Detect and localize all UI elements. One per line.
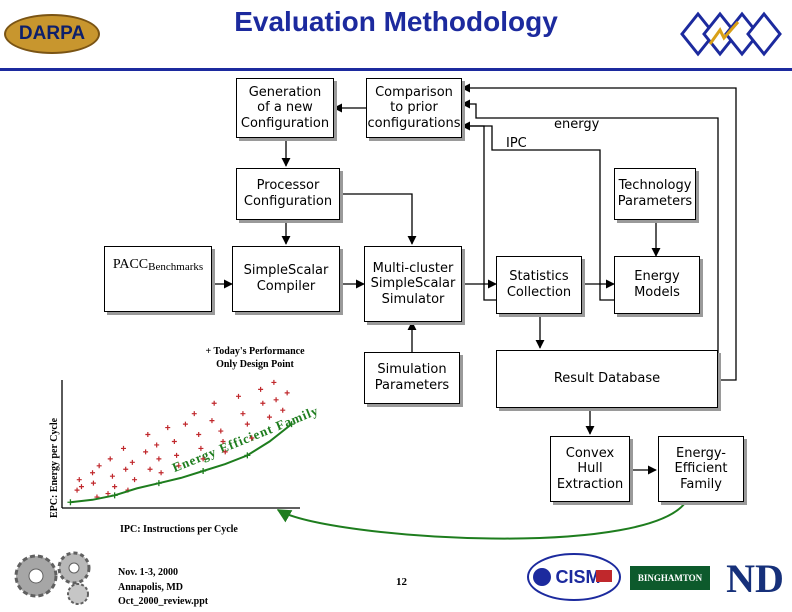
design-point bbox=[147, 466, 153, 472]
design-point bbox=[209, 418, 215, 424]
design-point bbox=[196, 432, 202, 438]
design-point bbox=[182, 421, 188, 427]
compiler-box: SimpleScalar Compiler bbox=[232, 246, 340, 312]
design-point bbox=[200, 456, 206, 462]
nd-logo-text: ND bbox=[726, 555, 784, 601]
design-point bbox=[171, 438, 177, 444]
design-point bbox=[211, 400, 217, 406]
design-point bbox=[154, 442, 160, 448]
pacc-title: PACC bbox=[112, 257, 149, 272]
design-point bbox=[90, 480, 96, 486]
design-point bbox=[143, 449, 149, 455]
design-point bbox=[121, 445, 126, 451]
footer-location: Annapolis, MD bbox=[118, 581, 184, 593]
design-point bbox=[78, 484, 84, 490]
family-point bbox=[155, 480, 162, 487]
family-point bbox=[200, 468, 207, 474]
design-point bbox=[218, 428, 224, 434]
pacc-subtitle: Benchmarks bbox=[148, 261, 204, 273]
energy-models-box: Energy Models bbox=[614, 256, 700, 314]
plot-annotation: + Today's Performance Only Design Point bbox=[205, 346, 305, 370]
design-point bbox=[132, 477, 138, 483]
design-point bbox=[280, 407, 286, 413]
processor-config-box: Processor Configuration bbox=[236, 168, 340, 220]
family-curve bbox=[70, 423, 293, 504]
cism-logo-text: CISM bbox=[556, 567, 601, 587]
design-point bbox=[236, 393, 241, 399]
design-point bbox=[96, 463, 102, 469]
statistics-box: Statistics Collection bbox=[496, 256, 582, 314]
simulator-box: Multi-cluster SimpleScalar Simulator bbox=[364, 246, 462, 322]
cism-logo: CISM bbox=[527, 553, 621, 601]
design-point bbox=[109, 473, 115, 479]
convex-hull-box: Convex Hull Extraction bbox=[550, 436, 630, 502]
energy-label: energy bbox=[554, 117, 600, 132]
family-point bbox=[67, 499, 74, 506]
footer-text: Nov. 1-3, 2000 Annapolis, MD Oct_2000_re… bbox=[118, 566, 208, 610]
design-point bbox=[165, 425, 171, 431]
plot-points bbox=[67, 379, 295, 506]
binghamton-logo: BINGHAMTON bbox=[630, 566, 710, 590]
design-point bbox=[158, 470, 164, 476]
family-point bbox=[244, 452, 251, 459]
ipc-label: IPC bbox=[506, 136, 527, 151]
design-point bbox=[198, 445, 204, 451]
design-point bbox=[260, 400, 266, 406]
binghamton-logo-text: BINGHAMTON bbox=[637, 573, 703, 583]
design-point bbox=[220, 438, 226, 444]
design-point bbox=[271, 379, 277, 385]
result-database-box: Result Database bbox=[496, 350, 718, 408]
notre-dame-logo: ND bbox=[722, 548, 788, 608]
design-point bbox=[174, 452, 180, 458]
pacc-logo bbox=[680, 11, 782, 57]
design-point bbox=[284, 390, 290, 396]
energy-family-box: Energy- Efficient Family bbox=[658, 436, 744, 502]
design-point bbox=[76, 477, 82, 483]
title-rule bbox=[0, 68, 792, 71]
simulation-params-box: Simulation Parameters bbox=[364, 352, 460, 404]
footer-date: Nov. 1-3, 2000 bbox=[118, 567, 178, 578]
design-point bbox=[240, 411, 246, 417]
design-point bbox=[273, 397, 279, 403]
footer-file: Oct_2000_review.ppt bbox=[118, 596, 209, 607]
family-point bbox=[288, 421, 295, 428]
plot-xlabel: IPC: Instructions per Cycle bbox=[120, 524, 238, 535]
design-point bbox=[123, 466, 129, 472]
design-point bbox=[266, 414, 272, 420]
design-point bbox=[90, 470, 96, 476]
design-point bbox=[129, 459, 135, 465]
design-point bbox=[222, 449, 228, 455]
darpa-logo: DARPA bbox=[4, 14, 100, 54]
generation-box: Generation of a new Configuration bbox=[236, 78, 334, 138]
technology-box: Technology Parameters bbox=[614, 168, 696, 220]
family-point bbox=[111, 492, 118, 499]
page-number: 12 bbox=[396, 576, 407, 588]
slide-title: Evaluation Methodology bbox=[234, 6, 558, 37]
design-point bbox=[74, 487, 80, 493]
pacc-benchmarks-box: PACC Benchmarks bbox=[104, 246, 212, 312]
darpa-logo-text: DARPA bbox=[18, 23, 86, 44]
design-point bbox=[244, 421, 250, 427]
design-point bbox=[258, 386, 264, 392]
design-point bbox=[107, 456, 113, 462]
design-point bbox=[249, 435, 255, 441]
design-point bbox=[191, 411, 197, 417]
design-point bbox=[176, 463, 182, 469]
design-point bbox=[112, 484, 118, 490]
design-point bbox=[156, 456, 162, 462]
gears-image bbox=[14, 551, 91, 605]
comparison-box: Comparison to prior configurations bbox=[366, 78, 462, 138]
design-point bbox=[105, 491, 111, 497]
design-point bbox=[145, 432, 151, 438]
